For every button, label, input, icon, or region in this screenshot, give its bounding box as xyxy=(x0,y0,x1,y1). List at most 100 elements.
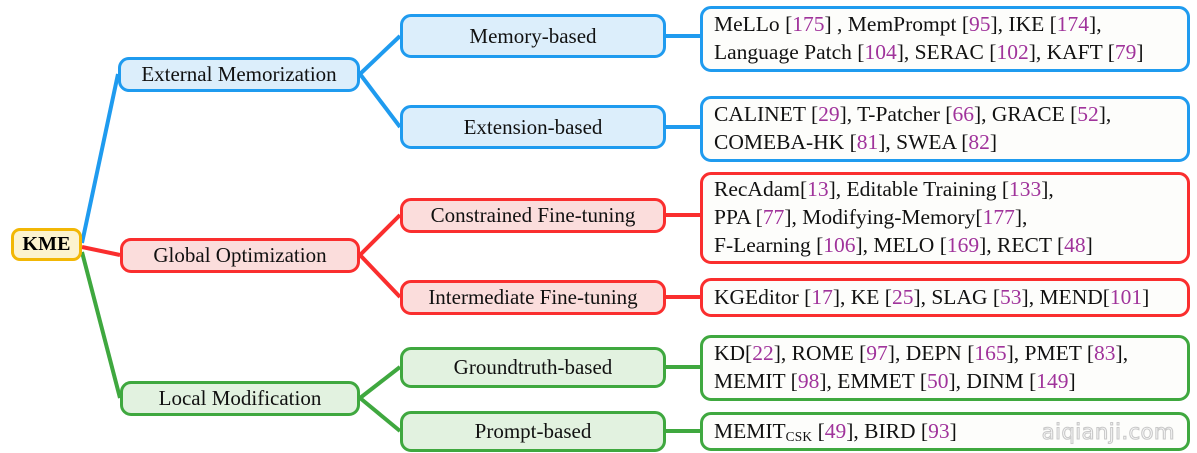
method-line: CALINET [29], T-Patcher [66], GRACE [52]… xyxy=(714,101,1178,129)
citation-number: 104 xyxy=(864,40,897,64)
category-node-intermediate-fine-tuning[interactable]: Intermediate Fine-tuning xyxy=(400,280,666,315)
citation-number: 25 xyxy=(891,284,914,309)
method-name: ], DEPN [ xyxy=(887,341,975,366)
method-name: ], MEND[ xyxy=(1021,284,1110,309)
method-name: F-Learning [ xyxy=(714,232,824,257)
citation-number: 81 xyxy=(856,130,879,154)
citation-number: 102 xyxy=(996,40,1029,64)
citation-number: 98 xyxy=(797,369,820,393)
citation-number: 52 xyxy=(1077,102,1099,127)
method-name: ] xyxy=(1068,369,1076,393)
method-line: COMEBA-HK [81], SWEA [82] xyxy=(714,129,1178,157)
method-line: RecAdam[13], Editable Training [133], xyxy=(714,176,1178,204)
category-label: Groundtruth-based xyxy=(453,355,613,380)
method-name: MeLLo xyxy=(714,12,786,37)
method-line: KD[22], ROME [97], DEPN [165], PMET [83]… xyxy=(714,340,1178,368)
category-node-constrained-fine-tuning[interactable]: Constrained Fine-tuning xyxy=(400,198,666,233)
method-name: ], BIRD [ xyxy=(846,418,929,443)
category-node-extension-based[interactable]: Extension-based xyxy=(400,105,666,149)
category-label: Extension-based xyxy=(463,114,603,139)
method-name: RecAdam[ xyxy=(714,177,808,202)
method-name: CALINET [ xyxy=(714,102,819,127)
method-subscript: CSK xyxy=(785,429,813,445)
root-node-label: KME xyxy=(22,233,71,255)
method-name: ], MELO [ xyxy=(855,232,947,257)
method-line: Language Patch [104], SERAC [102], KAFT … xyxy=(714,39,1178,67)
method-name: PPA [ xyxy=(714,205,763,230)
citation-number: 101 xyxy=(1109,284,1143,309)
citation-number: 53 xyxy=(1000,284,1022,309)
citation-number: 149 xyxy=(1036,369,1069,393)
method-name: ], Modifying-Memory[ xyxy=(784,205,983,230)
citation-number: 22 xyxy=(752,341,774,366)
method-name: ] xyxy=(824,12,832,37)
method-name: ], xyxy=(1014,205,1028,230)
category-node-memory-based[interactable]: Memory-based xyxy=(400,14,666,58)
method-name: MEMIT [ xyxy=(714,369,798,393)
method-name: ], PMET [ xyxy=(1006,341,1095,366)
citation-number: 95 xyxy=(969,12,991,37)
method-list-groundtruth-based: KD[22], ROME [97], DEPN [165], PMET [83]… xyxy=(700,335,1190,401)
citation-number: 29 xyxy=(818,102,840,127)
citation-number: 93 xyxy=(928,418,950,443)
method-list-intermediate-fine-tuning: KGEditor [17], KE [25], SLAG [53], MEND[… xyxy=(700,278,1190,317)
category-label: Memory-based xyxy=(469,23,597,48)
method-list-constrained-fine-tuning: RecAdam[13], Editable Training [133],PPA… xyxy=(700,172,1190,264)
method-name: [ xyxy=(785,12,793,37)
citation-number: 133 xyxy=(1009,177,1042,202)
method-name: ], SERAC [ xyxy=(896,40,997,64)
method-name: ], xyxy=(1098,102,1112,127)
method-name: ] xyxy=(989,130,998,154)
citation-number: 79 xyxy=(1114,40,1137,64)
method-name: ], xyxy=(1089,12,1102,37)
citation-number: 77 xyxy=(762,205,785,230)
method-name: ], RECT [ xyxy=(979,232,1065,257)
citation-number: 48 xyxy=(1064,232,1086,257)
method-name: MEMIT xyxy=(714,418,786,443)
method-name: ], xyxy=(1115,341,1129,366)
method-name: ], GRACE [ xyxy=(973,102,1078,127)
method-name: ], DINM [ xyxy=(948,369,1037,393)
citation-number: 97 xyxy=(866,341,888,366)
method-name: ], KAFT [ xyxy=(1028,40,1115,64)
category-label: Prompt-based xyxy=(474,419,592,444)
branch-node-global-optimization[interactable]: Global Optimization xyxy=(120,238,360,273)
citation-number: 177 xyxy=(982,205,1015,230)
citation-number: 82 xyxy=(968,130,990,154)
method-line: F-Learning [106], MELO [169], RECT [48] xyxy=(714,232,1178,260)
citation-number: 66 xyxy=(952,102,974,127)
method-name: ], SLAG [ xyxy=(913,284,1001,309)
method-name: ] xyxy=(949,418,957,443)
method-list-prompt-based: MEMITCSK [49], BIRD [93] xyxy=(700,412,1190,451)
method-name: ], KE [ xyxy=(832,284,892,309)
category-node-prompt-based[interactable]: Prompt-based xyxy=(400,411,666,452)
method-name: ] xyxy=(1136,40,1144,64)
method-name: ] xyxy=(1142,284,1150,309)
citation-number: 49 xyxy=(824,418,847,443)
category-node-groundtruth-based[interactable]: Groundtruth-based xyxy=(400,347,666,388)
citation-number: 17 xyxy=(811,284,833,309)
branch-label: Global Optimization xyxy=(153,243,327,268)
branch-node-local-modification[interactable]: Local Modification xyxy=(120,381,360,416)
method-line: KGEditor [17], KE [25], SLAG [53], MEND[… xyxy=(714,284,1178,312)
root-node-kme[interactable]: KME xyxy=(11,228,82,261)
method-line: MEMIT [98], EMMET [50], DINM [149] xyxy=(714,368,1178,396)
method-name: [ xyxy=(812,418,825,443)
method-name: KGEditor [ xyxy=(714,284,812,309)
method-name: ], ROME [ xyxy=(773,341,867,366)
branch-node-external-memorization[interactable]: External Memorization xyxy=(118,57,360,92)
method-line: MeLLo [175] , MemPrompt [95], IKE [174], xyxy=(714,11,1178,39)
method-name: ], Editable Training [ xyxy=(828,177,1009,202)
citation-number: 174 xyxy=(1056,12,1090,37)
citation-number: 50 xyxy=(927,369,949,393)
method-name: , MemPrompt [ xyxy=(831,12,970,37)
citation-number: 83 xyxy=(1094,341,1116,366)
method-line: PPA [77], Modifying-Memory[177], xyxy=(714,204,1178,232)
method-name: ] xyxy=(1085,232,1093,257)
method-name: ], IKE [ xyxy=(990,12,1057,37)
method-line: MEMITCSK [49], BIRD [93] xyxy=(714,418,1178,446)
method-list-extension-based: CALINET [29], T-Patcher [66], GRACE [52]… xyxy=(700,96,1190,162)
method-name: Language Patch [ xyxy=(714,40,865,64)
citation-number: 175 xyxy=(792,12,825,37)
